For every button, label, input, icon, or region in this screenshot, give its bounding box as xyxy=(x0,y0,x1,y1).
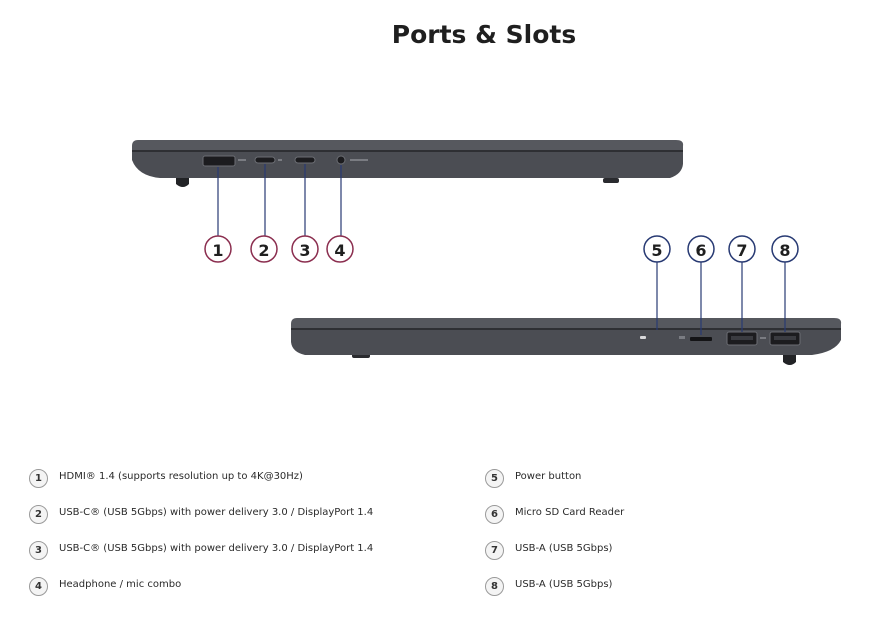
laptop-right-side-view xyxy=(291,318,842,365)
legend-number-badge: 7 xyxy=(485,541,504,560)
svg-text:5: 5 xyxy=(651,241,662,260)
svg-text:7: 7 xyxy=(736,241,747,260)
port-marking xyxy=(679,336,685,339)
legend-number-badge: 5 xyxy=(485,469,504,488)
laptop-foot xyxy=(783,354,796,365)
laptop-left-side-view xyxy=(132,140,684,187)
legend-label: Headphone / mic combo xyxy=(59,579,182,590)
callout-2: 2 xyxy=(250,235,278,263)
usb-c-port-icon xyxy=(294,156,316,164)
laptop-base xyxy=(291,330,841,355)
legend-label: USB-A (USB 5Gbps) xyxy=(515,543,613,554)
svg-text:2: 2 xyxy=(258,241,269,260)
legend-number-badge: 3 xyxy=(29,541,48,560)
left-leader-lines xyxy=(217,164,342,236)
port-marking xyxy=(238,159,246,161)
legend-number-badge: 6 xyxy=(485,505,504,524)
sd-card-slot-icon xyxy=(690,337,712,341)
legend-number-badge: 4 xyxy=(29,577,48,596)
audio-jack-icon xyxy=(336,155,346,165)
lid-seam xyxy=(291,328,841,330)
laptop-foot xyxy=(176,176,189,187)
laptop-foot xyxy=(603,178,619,183)
callout-7: 7 xyxy=(728,235,756,263)
legend-number-badge: 1 xyxy=(29,469,48,488)
callout-8: 8 xyxy=(771,235,799,263)
callout-4: 4 xyxy=(326,235,354,263)
port-marking xyxy=(278,159,282,161)
legend-number-badge: 8 xyxy=(485,577,504,596)
ports-diagram: 1 2 3 4 5 xyxy=(132,140,842,365)
port-inner xyxy=(731,336,753,340)
legend-label: Micro SD Card Reader xyxy=(515,507,625,518)
lid-seam xyxy=(132,150,683,152)
page-title: Ports & Slots xyxy=(391,20,577,49)
legend-label: USB-C® (USB 5Gbps) with power delivery 3… xyxy=(59,507,374,518)
legend-label: USB-C® (USB 5Gbps) with power delivery 3… xyxy=(59,543,374,554)
legend-number-badge: 2 xyxy=(29,505,48,524)
svg-text:4: 4 xyxy=(334,241,345,260)
callout-3: 3 xyxy=(291,235,319,263)
port-marking xyxy=(760,337,766,339)
port-marking xyxy=(350,159,368,161)
legend-label: USB-A (USB 5Gbps) xyxy=(515,579,613,590)
usb-c-port-icon xyxy=(254,156,276,164)
laptop-lid xyxy=(132,140,684,150)
svg-text:6: 6 xyxy=(695,241,706,260)
callout-6: 6 xyxy=(687,235,715,263)
svg-text:1: 1 xyxy=(212,241,223,260)
hdmi-port-icon xyxy=(202,155,236,167)
right-leader-lines xyxy=(656,262,786,335)
laptop-lid xyxy=(291,318,842,328)
callout-5: 5 xyxy=(643,235,671,263)
svg-text:8: 8 xyxy=(779,241,790,260)
power-button-icon xyxy=(640,336,646,339)
port-inner xyxy=(774,336,796,340)
callout-1: 1 xyxy=(204,235,232,263)
legend-label: Power button xyxy=(515,471,582,482)
legend-label: HDMI® 1.4 (supports resolution up to 4K@… xyxy=(59,471,303,482)
svg-text:3: 3 xyxy=(299,241,310,260)
